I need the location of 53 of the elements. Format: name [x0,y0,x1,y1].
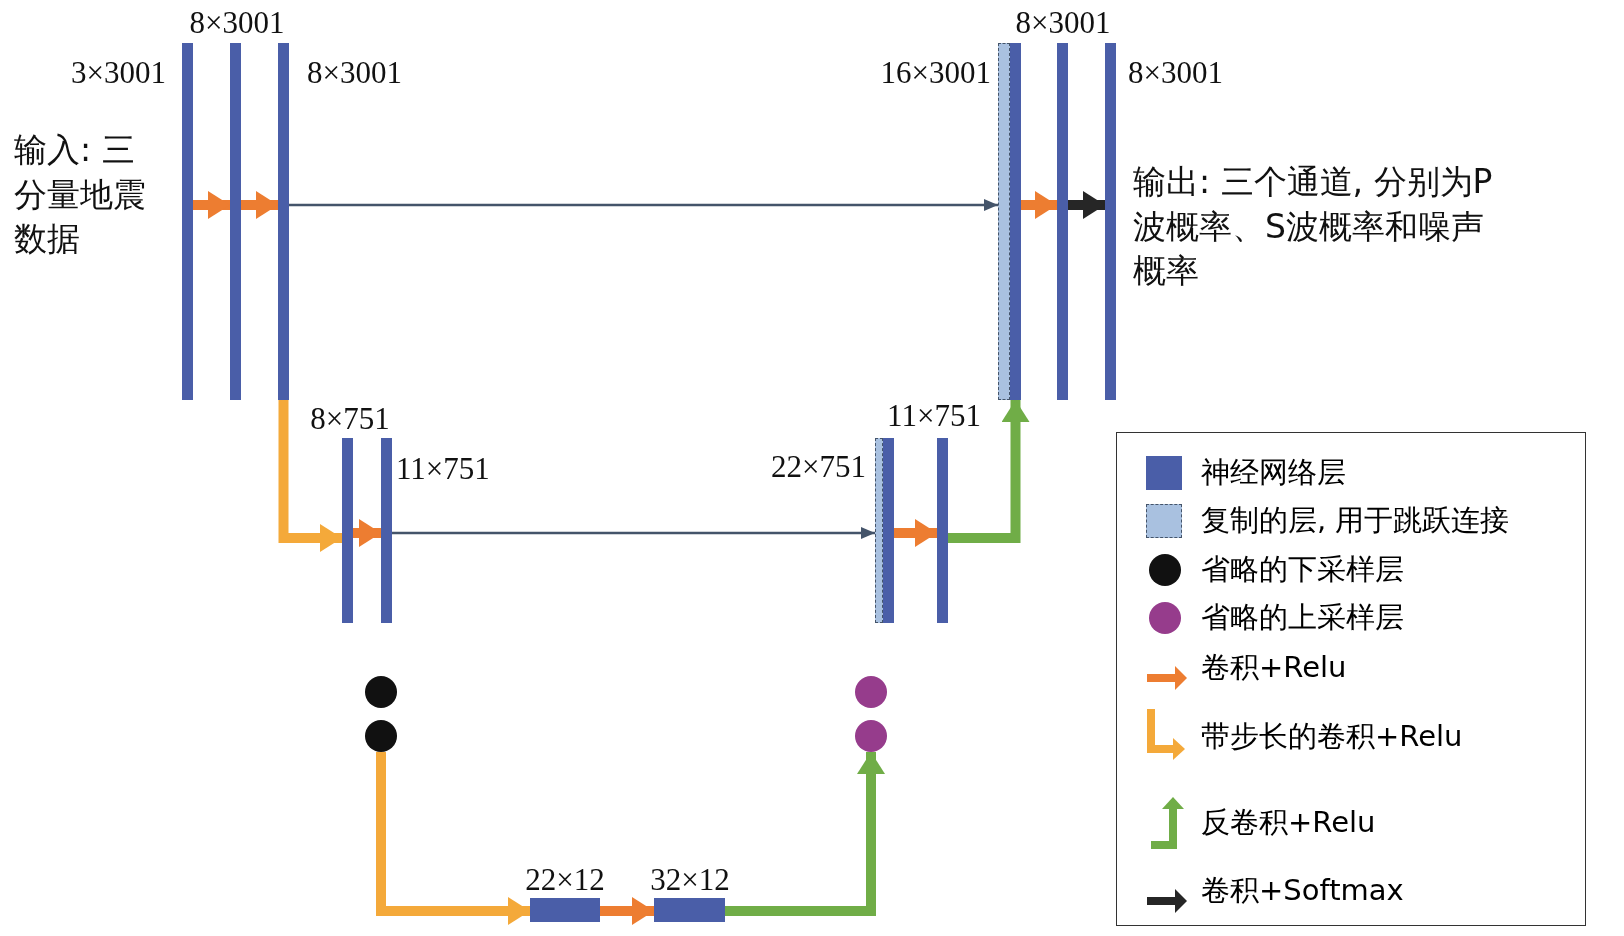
layer-bar [182,43,193,400]
layer-bar [937,438,948,623]
layer-bar [654,898,725,922]
dimension-label: 11×751 [887,399,981,431]
bent-arrow [376,752,530,925]
layer-bar [1010,43,1021,400]
input-description: 输入: 三分量地震数据 [14,129,147,261]
arrow [1068,191,1105,219]
dimension-label: 22×12 [525,863,605,895]
copied-layer-bar [998,43,1010,400]
bent-arrow [948,400,1030,543]
layer-bar [530,898,600,922]
legend-label: 卷积+Softmax [1201,872,1404,909]
omitted-layer-dot [365,676,397,708]
arrow [289,199,998,211]
legend-label: 神经网络层 [1201,454,1346,491]
layer-bar [342,438,353,623]
layer-bar [230,43,241,400]
layer-bar [381,438,392,623]
output-description: 输出: 三个通道, 分别为P波概率、S波概率和噪声概率 [1133,161,1494,293]
legend-label: 省略的上采样层 [1201,599,1404,636]
layer-bar [1057,43,1068,400]
arrow [1021,191,1057,219]
omitted-layer-dot [365,720,397,752]
omitted-layer-dot [855,676,887,708]
dimension-label: 16×3001 [880,56,991,88]
dimension-label: 11×751 [396,452,490,484]
layer-bar [1105,43,1116,400]
legend-label: 复制的层, 用于跳跃连接 [1201,502,1510,539]
dimension-label: 8×3001 [1128,56,1223,88]
layer-bar [883,438,894,623]
dimension-label: 8×751 [310,402,390,434]
arrow [193,191,230,219]
copied-layer-bar [875,438,883,623]
arrow [600,897,654,925]
arrow [241,191,278,219]
arrow [353,519,381,547]
arrow [392,527,875,539]
dimension-label: 3×3001 [71,56,166,88]
dimension-label: 8×3001 [1015,6,1111,38]
layer-bar [278,43,289,400]
legend-label: 带步长的卷积+Relu [1201,718,1463,755]
bent-arrow [278,400,342,552]
dimension-label: 32×12 [650,863,730,895]
omitted-layer-dot [855,720,887,752]
legend-label: 省略的下采样层 [1201,551,1404,588]
dimension-label: 8×3001 [307,56,402,88]
legend-label: 卷积+Relu [1201,649,1347,686]
arrow [894,519,937,547]
legend-label: 反卷积+Relu [1201,804,1376,841]
bent-arrow [725,752,885,916]
dimension-label: 8×3001 [189,6,285,38]
dimension-label: 22×751 [771,450,866,482]
